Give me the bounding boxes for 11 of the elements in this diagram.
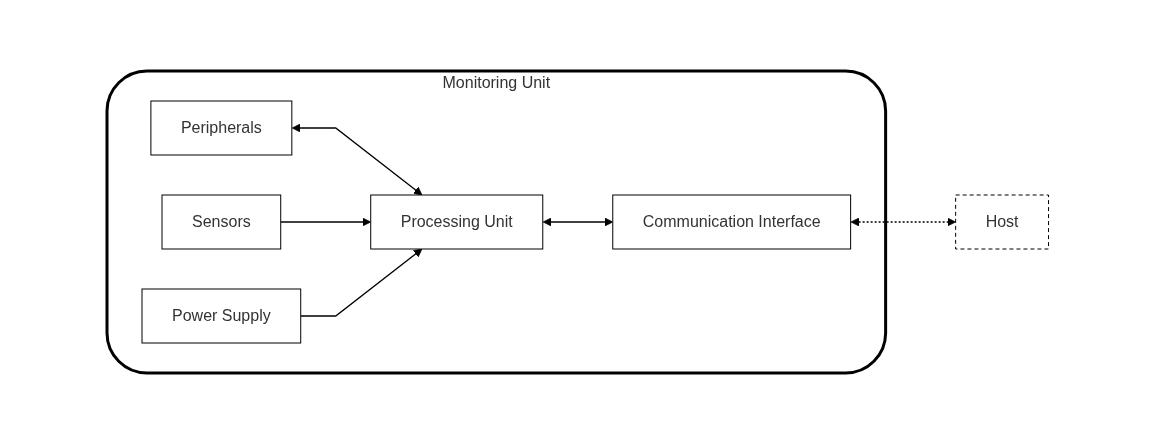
node-box: Power Supply bbox=[141, 288, 302, 344]
arrow bbox=[543, 217, 614, 227]
arrow bbox=[300, 248, 423, 317]
node-box: Communication Interface bbox=[612, 194, 852, 250]
node-box: Peripherals bbox=[150, 100, 293, 156]
arrow bbox=[280, 217, 372, 227]
arrow bbox=[292, 123, 423, 196]
arrow bbox=[850, 217, 957, 227]
node-box: Host bbox=[955, 194, 1050, 250]
node-box: Processing Unit bbox=[370, 194, 544, 250]
node-box: Sensors bbox=[161, 194, 282, 250]
